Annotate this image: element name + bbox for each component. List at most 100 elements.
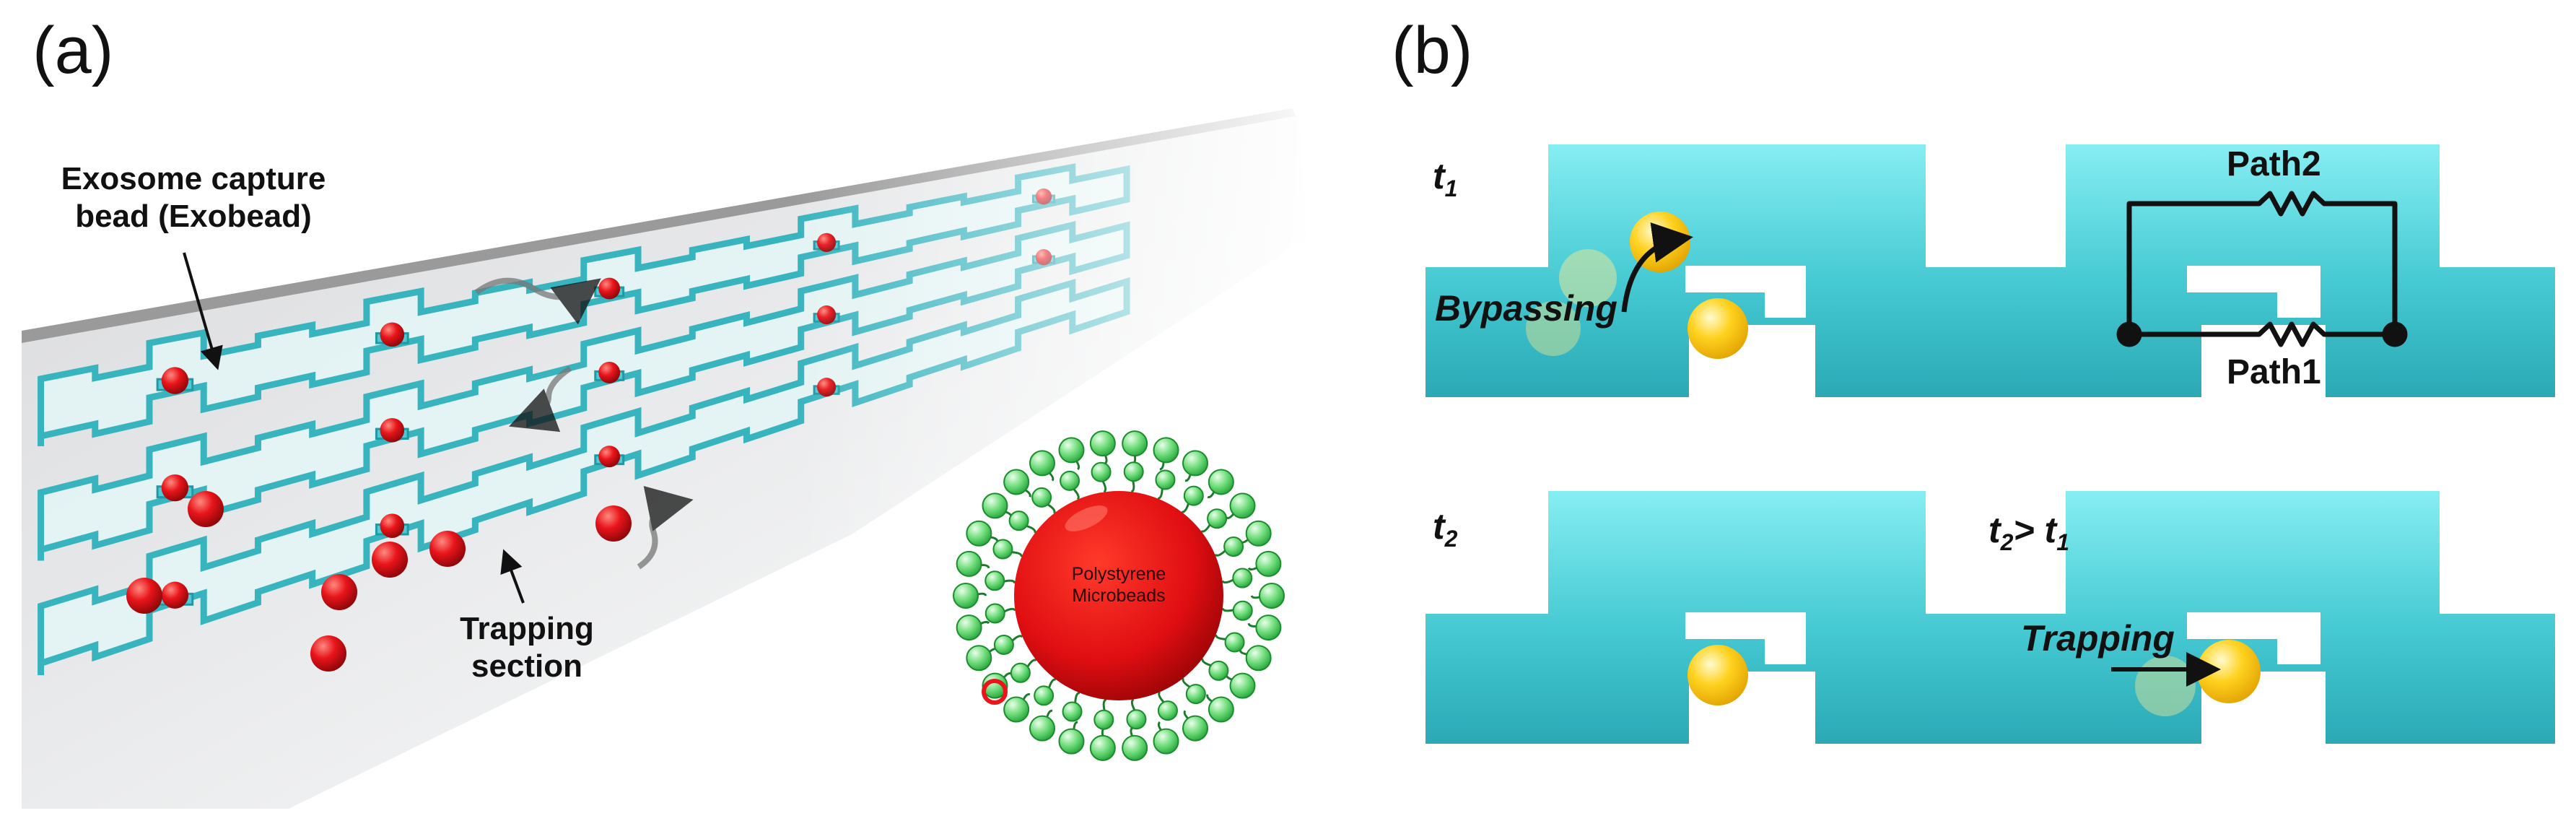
circuit-node-right [2382,321,2408,347]
ligand-head [1060,470,1080,491]
channel-t2 [1425,491,2555,744]
ligand-head [1224,632,1245,653]
microbead-name-line1: Polystyrene [1071,564,1166,584]
ligand-head [1122,430,1148,457]
exobead [161,474,189,502]
exobead [598,277,621,300]
exobead [372,542,408,578]
ligand-head [984,603,1005,624]
exobead [188,491,224,527]
ligand-head [1232,568,1253,588]
ligand-head [982,672,1008,699]
ligand-head [1229,672,1256,699]
ligand-head [1255,614,1282,641]
ligand-head [953,583,979,609]
ghost-bead-3 [2135,656,2196,716]
exobead [595,505,632,542]
ligand-head [1153,728,1179,755]
ligand-head [1255,550,1282,577]
bead-bypassing-group [1526,212,1748,359]
exobead [380,513,405,539]
flow-arrow [509,365,572,433]
ligand-head [966,520,992,547]
ghost-bead-1 [1526,301,1581,356]
ligand-head [1003,696,1030,723]
ligand-head [982,492,1008,519]
ligand-head [984,570,1005,591]
ligand-head [1091,461,1112,482]
path1-label: Path1 [2227,353,2321,391]
exosome-marker [982,679,1008,705]
exobead [161,367,189,394]
exobead [321,574,357,610]
circuit-node-left [2116,321,2142,347]
trapping-pointer-arrow [500,549,525,604]
flow-arrow [474,277,601,325]
exobead [380,322,405,347]
ligand-head [993,634,1014,655]
panel-a-label: (a) [32,14,114,87]
trapping-section-annotation: Trapping section [460,611,594,684]
ligand-head [1093,709,1114,730]
ligand-head [1182,715,1208,742]
ligand-head [1183,485,1204,506]
ligand-head [1126,709,1147,730]
exobead [380,417,405,443]
ligand-head [1182,450,1208,477]
ligand-head [1122,734,1148,761]
ghost-bead-2 [1559,249,1617,307]
microbead-highlight [1065,505,1108,531]
microbead-name: Polystyrene Microbeads [1018,563,1220,607]
ligand-head [956,614,982,641]
ligand-head [1123,461,1144,482]
ligand-head [1245,520,1272,547]
ligand-head [1031,487,1052,508]
ligand-head [1232,600,1253,621]
polystyrene-microbead [953,430,1285,761]
flow-arrows [474,277,694,570]
ligand-head [1157,700,1178,721]
exobead [161,581,189,609]
ligand-head [1010,662,1031,683]
path1-wire [2129,321,2395,347]
ligand-head [1062,701,1083,722]
ligand-head [1003,469,1030,495]
ligand-head [1058,728,1085,755]
path2-wire [2126,191,2398,334]
microbead-name-line2: Microbeads [1072,586,1166,606]
exobead-annotation: Exosome capture bead (Exobead) [61,161,326,234]
ligand-head [1155,469,1176,490]
trapping-label: Trapping [2021,618,2175,659]
panel-b-label: (b) [1392,14,1473,87]
ligand-head [1029,450,1055,477]
bypassing-arrow [1621,222,1693,313]
exobead [598,446,621,468]
ligand-head [1029,715,1055,742]
channel-t1 [1425,144,2555,397]
ligand-head [1185,684,1206,705]
ligand-head [1229,492,1256,519]
exobead [429,531,466,567]
exobead-pointer-arrow [183,252,223,370]
ligand-head [1089,430,1116,457]
time-compare-label: t2> t1 [1988,510,2069,555]
ligand-head [1153,437,1179,464]
ligand-head [1207,508,1228,529]
exobead [126,578,162,614]
bead-trapped-t2 [1688,645,1748,705]
ligand-head [1034,685,1055,706]
ligand-head [966,645,992,672]
ligand-head [1008,511,1029,531]
exobead [598,361,621,383]
microbead-core [1014,491,1223,700]
ligand-head [1058,437,1085,464]
ligand-head [1245,645,1272,672]
ligand-head [1089,734,1116,761]
path2-label: Path2 [2227,145,2321,183]
ligand-shell [953,430,1285,761]
resistor-circuit [2116,191,2408,347]
exobead [310,635,346,672]
ligand-head [1208,696,1234,723]
